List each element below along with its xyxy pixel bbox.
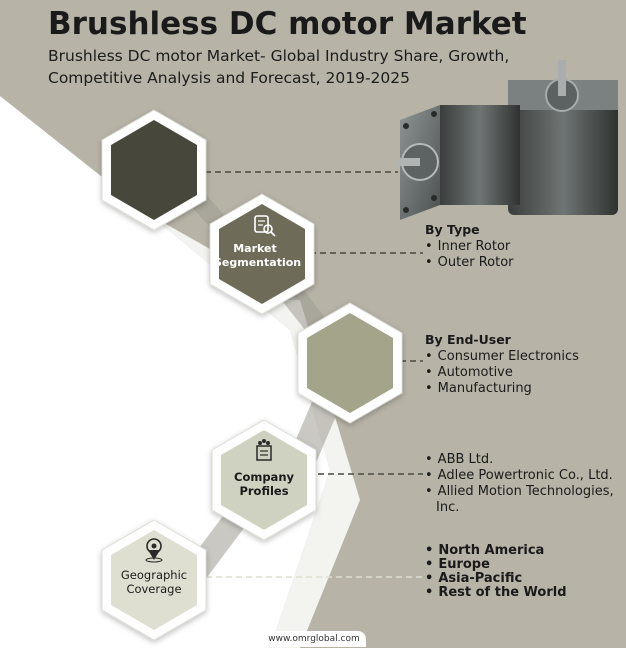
list-item: Rest of the World <box>425 586 566 600</box>
list-item: ABB Ltd. <box>425 452 625 468</box>
by-end-user-title: By End-User <box>425 332 511 347</box>
list-item: Outer Rotor <box>425 255 514 271</box>
motor-back-body <box>508 80 618 215</box>
footer-url-link[interactable]: www.omrglobal.com <box>262 631 366 647</box>
hexagon-1 <box>101 109 207 231</box>
motor-back-shaft <box>558 60 566 96</box>
motor-front-body <box>440 105 520 205</box>
motor-bolt-4 <box>431 195 437 201</box>
map-pin-icon <box>145 538 163 563</box>
list-item: Consumer Electronics <box>425 349 579 365</box>
background-pale-band <box>150 215 360 648</box>
list-item: Asia-Pacific <box>425 572 567 586</box>
company-profiles-label: Company Profiles <box>234 470 294 498</box>
company-list-section: ABB Ltd. Adlee Powertronic Co., Ltd. All… <box>425 452 625 516</box>
segmentation-label: Market Segmentation <box>214 242 302 269</box>
motor-bolt-3 <box>403 207 409 213</box>
motor-bolt-1 <box>403 123 409 129</box>
by-type-section: By Type Inner Rotor Outer Rotor <box>425 222 514 271</box>
list-item: Automotive <box>425 365 579 381</box>
hexagon-company <box>211 419 317 541</box>
by-type-list: Inner Rotor Outer Rotor <box>425 239 514 271</box>
motor-bolt-2 <box>431 111 437 117</box>
by-end-user-section: By End-User Consumer Electronics Automot… <box>425 332 579 397</box>
hexagon-3 <box>297 302 403 424</box>
geographic-coverage-label: Geographic Coverage <box>120 568 188 596</box>
company-list: ABB Ltd. Adlee Powertronic Co., Ltd. All… <box>425 452 625 516</box>
region-list-section: North America Europe Asia-Pacific Rest o… <box>425 544 567 600</box>
list-item: Manufacturing <box>425 381 579 397</box>
list-item: Inner Rotor <box>425 239 514 255</box>
region-list: North America Europe Asia-Pacific Rest o… <box>425 544 567 600</box>
page-title: Brushless DC motor Market <box>48 6 527 42</box>
motor-illustration <box>398 60 618 220</box>
list-item: Europe <box>425 558 567 572</box>
hexagon-segmentation <box>209 193 315 315</box>
motor-front-shaft <box>398 158 420 166</box>
list-item: Adlee Powertronic Co., Ltd. <box>425 468 625 484</box>
company-building-icon <box>256 439 272 461</box>
list-item: Allied Motion Technologies, Inc. <box>425 484 625 516</box>
by-end-user-list: Consumer Electronics Automotive Manufact… <box>425 349 579 397</box>
hexagon-geographic <box>101 519 207 641</box>
by-type-title: By Type <box>425 222 480 237</box>
clipboard-magnifier-icon <box>254 215 276 237</box>
page-subtitle: Brushless DC motor Market- Global Indust… <box>48 47 510 87</box>
list-item: North America <box>425 544 567 558</box>
